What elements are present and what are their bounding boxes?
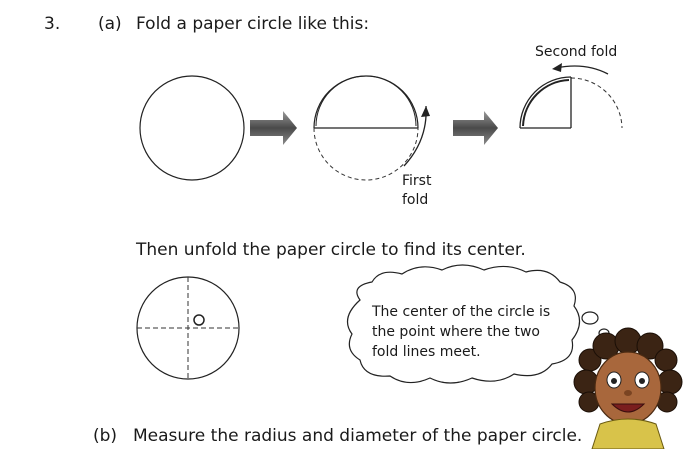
arrow-right-icon [453,111,498,145]
thought-bubble-text: The center of the circle is the point wh… [372,302,572,362]
center-point-marker [193,314,205,326]
thought-line-3: fold lines meet. [372,344,481,360]
part-a-label: (a) [98,14,122,34]
part-a-instruction: Fold a paper circle like this: [136,14,370,34]
paper-circle [139,75,245,181]
curved-arrow-icon [403,105,430,167]
second-fold-label: Second fold [535,44,618,60]
question-number: 3. [44,14,61,34]
part-b-label: (b) [93,426,118,446]
thought-line-2: the point where the two [372,324,540,340]
first-fold-label-line2: fold [402,192,429,208]
unfolded-circle [136,276,240,380]
quarter-folded-circle [519,76,623,129]
first-fold-label: First fold [402,172,462,210]
thought-line-1: The center of the circle is [372,304,551,320]
girl-illustration [573,327,683,449]
half-folded-circle [313,75,419,181]
arrow-right-icon [250,111,297,145]
first-fold-label-line1: First [402,173,432,189]
unfold-instruction: Then unfold the paper circle to find its… [136,240,526,260]
part-b-instruction: Measure the radius and diameter of the p… [133,426,583,446]
curved-arrow-icon [552,63,609,75]
